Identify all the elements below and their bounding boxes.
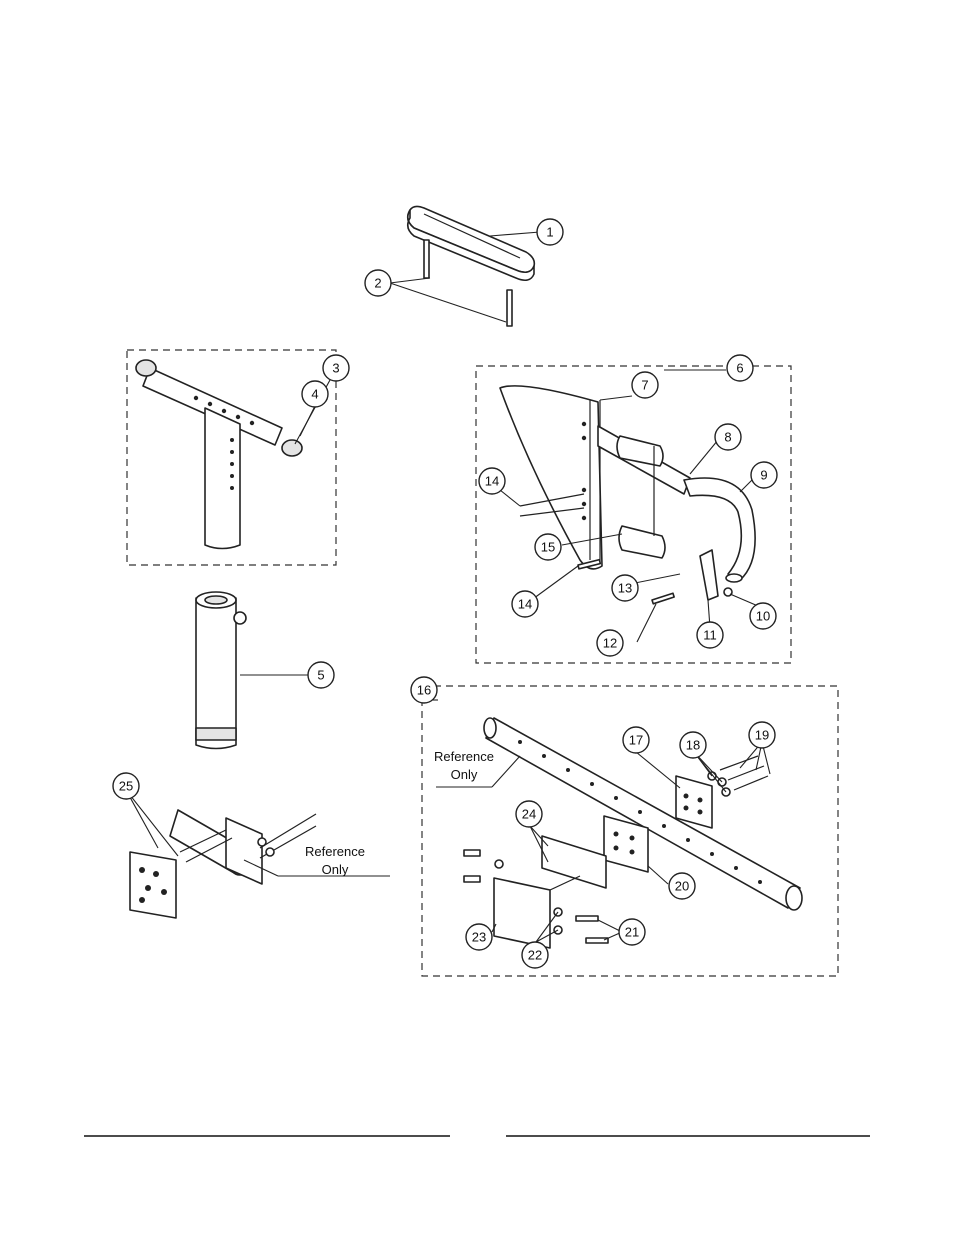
svg-text:10: 10 [756, 609, 770, 624]
reference-note-upper: Reference Only [434, 749, 494, 782]
part-balloon-1: 1 [537, 219, 563, 245]
part-balloon-18: 18 [680, 732, 706, 758]
svg-text:Only: Only [451, 767, 478, 782]
svg-text:1: 1 [546, 225, 553, 240]
part-balloon-17: 17 [623, 727, 649, 753]
arm-receiver-part [196, 592, 246, 749]
part-balloon-22: 22 [522, 942, 548, 968]
svg-text:6: 6 [736, 361, 743, 376]
svg-text:8: 8 [724, 430, 731, 445]
part-balloon-12: 12 [597, 630, 623, 656]
part-balloon-14-lower: 14 [512, 591, 538, 617]
part-balloon-3: 3 [323, 355, 349, 381]
mount-plate-17 [676, 776, 712, 828]
part-balloon-21: 21 [619, 919, 645, 945]
part-balloon-4: 4 [302, 381, 328, 407]
part-balloon-6: 6 [727, 355, 753, 381]
part-balloon-16: 16 [411, 677, 437, 703]
svg-text:15: 15 [541, 540, 555, 555]
part-balloon-11: 11 [697, 622, 723, 648]
svg-text:5: 5 [317, 668, 324, 683]
svg-text:25: 25 [119, 779, 133, 794]
part-balloon-14-upper: 14 [479, 468, 505, 494]
svg-text:2: 2 [374, 276, 381, 291]
svg-text:13: 13 [618, 581, 632, 596]
svg-text:20: 20 [675, 879, 689, 894]
svg-text:7: 7 [641, 378, 648, 393]
svg-text:18: 18 [686, 738, 700, 753]
bracket-assembly-25 [130, 810, 316, 918]
svg-text:Reference: Reference [305, 844, 365, 859]
svg-text:14: 14 [518, 597, 532, 612]
svg-text:9: 9 [760, 468, 767, 483]
part-balloon-9: 9 [751, 462, 777, 488]
reference-note-lower: Reference Only [305, 844, 365, 877]
part-balloon-8: 8 [715, 424, 741, 450]
part-balloon-19: 19 [749, 722, 775, 748]
part-balloon-23: 23 [466, 924, 492, 950]
part-balloon-24: 24 [516, 801, 542, 827]
svg-text:14: 14 [485, 474, 499, 489]
svg-text:24: 24 [522, 807, 536, 822]
svg-text:12: 12 [603, 636, 617, 651]
part-balloon-20: 20 [669, 873, 695, 899]
end-cap-part [282, 440, 302, 456]
svg-text:17: 17 [629, 733, 643, 748]
clamp-upper [617, 436, 665, 558]
part-balloon-2: 2 [365, 270, 391, 296]
svg-text:21: 21 [625, 925, 639, 940]
svg-text:4: 4 [311, 387, 318, 402]
svg-text:22: 22 [528, 948, 542, 963]
svg-text:19: 19 [755, 728, 769, 743]
part-balloon-25: 25 [113, 773, 139, 799]
svg-text:23: 23 [472, 930, 486, 945]
svg-text:11: 11 [703, 628, 717, 643]
u-bracket-23-24 [494, 836, 606, 948]
arm-tube-part [136, 360, 282, 549]
part-balloon-13: 13 [612, 575, 638, 601]
part-balloon-15: 15 [535, 534, 561, 560]
svg-text:16: 16 [417, 683, 431, 698]
part-balloon-5: 5 [308, 662, 334, 688]
svg-text:Reference: Reference [434, 749, 494, 764]
part-balloon-10: 10 [750, 603, 776, 629]
svg-text:Only: Only [322, 862, 349, 877]
part-balloon-7: 7 [632, 372, 658, 398]
svg-text:3: 3 [332, 361, 339, 376]
